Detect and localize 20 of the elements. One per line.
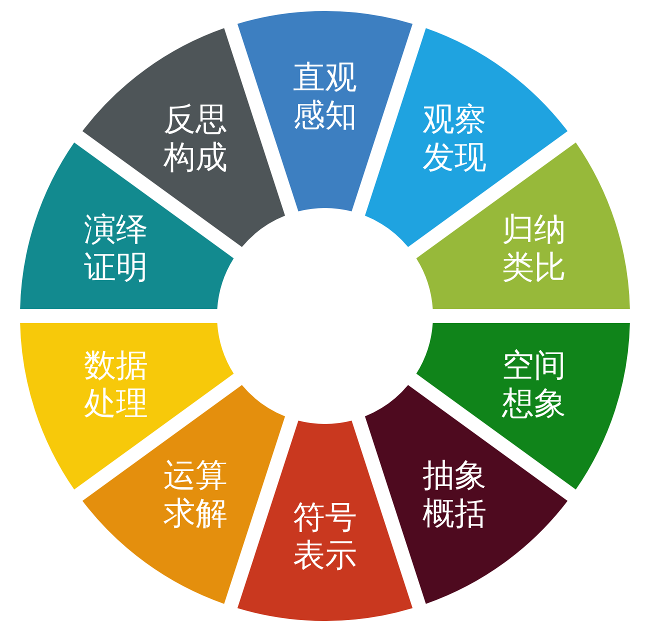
ring-segment — [416, 323, 630, 490]
segment-label: 演绎证明 — [82, 210, 149, 286]
ring-segment — [416, 142, 630, 309]
segment-label: 符号表示 — [292, 498, 358, 574]
segment-label: 运算求解 — [162, 456, 229, 532]
segment-label: 空间想象 — [500, 346, 568, 422]
ring-segment — [82, 385, 286, 604]
segment-label: 直观感知 — [292, 58, 358, 134]
ring-segment — [237, 420, 413, 621]
ring-segment — [82, 28, 286, 247]
ring-segment — [20, 322, 234, 490]
segment-label: 反思构成 — [162, 100, 229, 176]
segment-label: 归纳类比 — [501, 210, 568, 286]
ring-segment — [364, 28, 568, 247]
ring-segment — [20, 142, 234, 310]
segment-label: 数据处理 — [82, 346, 149, 422]
ring-segment — [237, 11, 413, 212]
segment-label: 抽象概括 — [421, 456, 488, 532]
segment-label: 观察发现 — [421, 100, 488, 176]
ring-segment — [364, 385, 568, 604]
